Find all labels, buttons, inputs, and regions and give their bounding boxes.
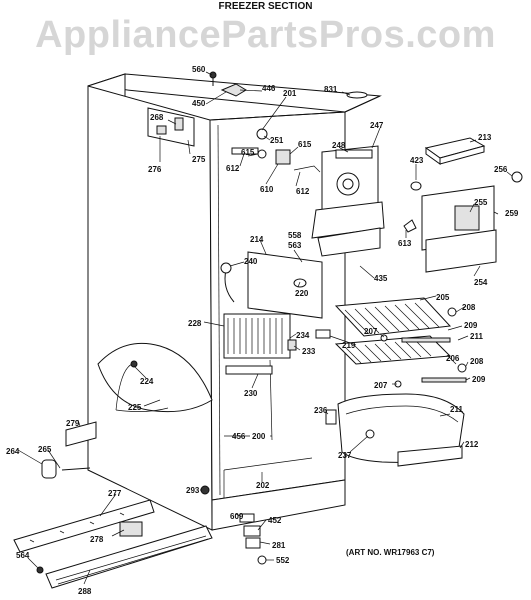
callout-230: 230 xyxy=(244,389,258,398)
callout-446: 446 xyxy=(262,84,276,93)
callout-202: 202 xyxy=(256,481,270,490)
callout-207-upper: 207 xyxy=(364,327,378,336)
callout-293: 293 xyxy=(186,486,200,495)
callout-259: 259 xyxy=(505,209,519,218)
callout-612-right: 612 xyxy=(296,187,310,196)
callout-265: 265 xyxy=(38,445,52,454)
callout-228: 228 xyxy=(188,319,202,328)
callout-558: 558 xyxy=(288,231,302,240)
callout-615-upper: 615 xyxy=(298,140,312,149)
callout-214: 214 xyxy=(250,235,264,244)
callout-211-upper: 211 xyxy=(470,332,483,341)
callout-613: 613 xyxy=(398,239,412,248)
top-controls xyxy=(147,71,368,147)
callout-288: 288 xyxy=(78,587,92,596)
callout-268: 268 xyxy=(150,113,164,122)
callout-254: 254 xyxy=(474,278,488,287)
callout-564: 564 xyxy=(16,551,30,560)
callout-277: 277 xyxy=(108,489,122,498)
callout-225: 225 xyxy=(128,403,142,412)
callout-452: 452 xyxy=(268,516,282,525)
watermark: AppliancePartsPros.com xyxy=(35,14,496,56)
evaporator-cover xyxy=(220,251,323,319)
callout-200: 200 xyxy=(252,432,266,441)
damper-controls xyxy=(231,128,321,173)
callout-275: 275 xyxy=(192,155,206,164)
callout-264: 264 xyxy=(6,447,20,456)
callout-237: 237 xyxy=(338,451,352,460)
callout-450: 450 xyxy=(192,99,206,108)
callout-219: 219 xyxy=(342,341,356,350)
callout-206: 206 xyxy=(446,354,460,363)
callout-234: 234 xyxy=(296,331,310,340)
callout-281: 281 xyxy=(272,541,286,550)
callout-255: 255 xyxy=(474,198,488,207)
callout-279: 279 xyxy=(66,419,80,428)
diagram-title: FREEZER SECTION xyxy=(218,1,313,12)
callout-612-left: 612 xyxy=(226,164,240,173)
callout-211-lower: 211 xyxy=(450,405,463,414)
callout-201: 201 xyxy=(283,89,297,98)
ice-tray xyxy=(424,137,486,165)
callout-278: 278 xyxy=(90,535,104,544)
defrost-heater xyxy=(97,342,213,413)
callout-609: 609 xyxy=(230,512,244,521)
art-number: (ART NO. WR17963 C7) xyxy=(346,548,435,557)
fan-housing xyxy=(311,145,385,257)
callout-212: 212 xyxy=(465,440,479,449)
callout-435: 435 xyxy=(374,274,388,283)
callout-256: 256 xyxy=(494,165,508,174)
callout-labels: 560 446 201 831 450 268 251 615 247 248 … xyxy=(6,65,519,596)
callout-251: 251 xyxy=(270,136,284,145)
callout-276: 276 xyxy=(148,165,162,174)
callout-213: 213 xyxy=(478,133,492,142)
callout-207-lower: 207 xyxy=(374,381,388,390)
callout-205: 205 xyxy=(436,293,450,302)
callout-423: 423 xyxy=(410,156,424,165)
freezer-basket xyxy=(325,393,465,467)
callout-233: 233 xyxy=(302,347,316,356)
callout-208-upper: 208 xyxy=(462,303,476,312)
callout-560: 560 xyxy=(192,65,206,74)
callout-209-upper: 209 xyxy=(464,321,478,330)
callout-208-lower: 208 xyxy=(470,357,484,366)
callout-831: 831 xyxy=(324,85,338,94)
lower-left-parts xyxy=(41,421,210,495)
callout-456: 456 xyxy=(232,432,246,441)
callout-220: 220 xyxy=(295,289,309,298)
callout-209-lower: 209 xyxy=(472,375,486,384)
callout-236: 236 xyxy=(314,406,328,415)
lower-hinge-parts xyxy=(239,513,267,565)
callout-247: 247 xyxy=(370,121,384,130)
callout-248: 248 xyxy=(332,141,346,150)
callout-615-lower: 615 xyxy=(241,148,255,157)
callout-240: 240 xyxy=(244,257,258,266)
callout-224: 224 xyxy=(140,377,154,386)
leader-lines xyxy=(17,71,513,585)
bottom-rail xyxy=(13,499,213,589)
ice-bucket-housing xyxy=(403,171,523,273)
callout-563: 563 xyxy=(288,241,302,250)
callout-610: 610 xyxy=(260,185,274,194)
callout-552: 552 xyxy=(276,556,290,565)
wire-shelves xyxy=(315,297,467,388)
evaporator-coil xyxy=(223,313,297,441)
